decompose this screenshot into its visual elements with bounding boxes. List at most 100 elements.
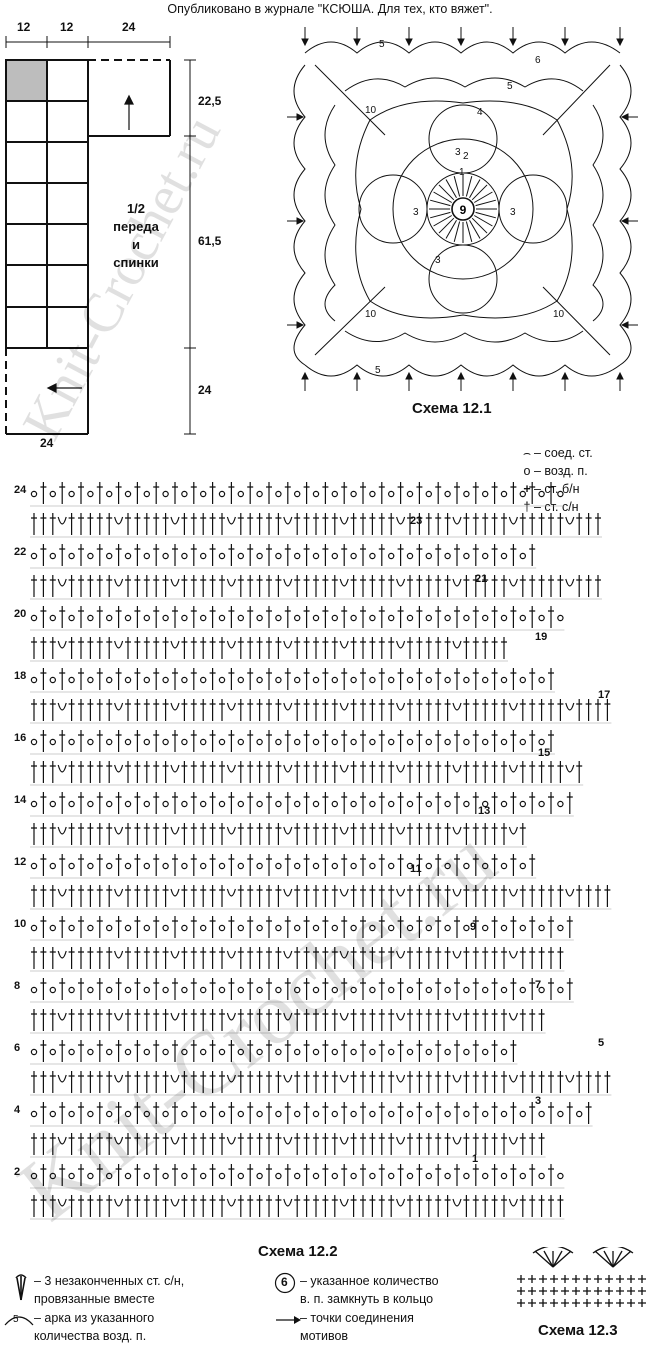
double-crochet-stitch: [181, 885, 188, 907]
single-crochet-stitch: [627, 1299, 635, 1307]
chain-stitch: [87, 614, 94, 622]
double-crochet-stitch: [134, 823, 141, 845]
double-crochet-stitch: [266, 854, 272, 876]
double-crochet-stitch: [284, 792, 291, 814]
chain-stitch: [482, 614, 489, 622]
page-header: Опубликовано в журнале "КСЮША. Для тех, …: [167, 2, 493, 16]
chain-stitch: [369, 986, 376, 994]
double-crochet-stitch: [407, 761, 413, 783]
double-crochet-stitch: [247, 575, 254, 597]
double-crochet-stitch: [557, 699, 564, 721]
scheme-12-1-caption: Схема 12.1: [412, 400, 492, 417]
row-number: 12: [14, 856, 27, 868]
motif-num: 5: [375, 365, 381, 376]
double-crochet-stitch: [153, 978, 160, 1000]
double-crochet-stitch: [378, 823, 385, 845]
double-crochet-stitch: [454, 1102, 460, 1124]
double-crochet-stitch: [96, 854, 103, 876]
chain-stitch: [369, 1048, 376, 1056]
double-crochet-stitch: [519, 947, 526, 969]
chain-stitch: [350, 614, 357, 622]
row-number: 16: [14, 732, 27, 744]
chain-stitch: [87, 490, 94, 498]
arch-stitch: [452, 516, 462, 525]
chain-stitch: [294, 862, 301, 870]
double-crochet-stitch: [501, 761, 507, 783]
chain-stitch: [30, 614, 38, 622]
double-crochet-stitch: [378, 606, 385, 628]
chart-row: [30, 575, 602, 600]
double-crochet-stitch: [322, 978, 329, 1000]
double-crochet-stitch: [209, 1040, 216, 1062]
double-crochet-stitch: [360, 575, 366, 597]
chart-row: [30, 1071, 612, 1096]
double-crochet-stitch: [444, 1071, 451, 1093]
double-crochet-stitch: [59, 730, 66, 752]
double-crochet-stitch: [350, 823, 357, 845]
double-crochet-stitch: [266, 606, 272, 628]
double-crochet-stitch: [256, 513, 263, 535]
ring-number: 6: [281, 1275, 288, 1289]
chain-stitch: [87, 1048, 94, 1056]
single-crochet-stitch: [594, 1299, 602, 1307]
chain-stitch: [143, 800, 150, 808]
double-crochet-stitch: [134, 854, 141, 876]
chain-stitch: [350, 1110, 357, 1118]
double-crochet-stitch: [472, 761, 479, 783]
double-crochet-stitch: [228, 978, 235, 1000]
double-crochet-stitch: [40, 1133, 47, 1155]
chain-stitch: [30, 552, 38, 560]
double-crochet-stitch: [96, 792, 103, 814]
double-crochet-stitch: [219, 1071, 225, 1093]
double-crochet-stitch: [378, 1071, 385, 1093]
join-arrow-head: [301, 38, 309, 47]
double-crochet-stitch: [237, 1009, 244, 1031]
arch-stitch: [508, 516, 518, 525]
arch-stitch: [508, 578, 518, 587]
double-crochet-stitch: [115, 544, 122, 566]
double-crochet-stitch: [519, 513, 526, 535]
double-crochet-stitch: [40, 854, 47, 876]
chart-row: [30, 730, 555, 755]
double-crochet-stitch: [200, 1133, 207, 1155]
chain-stitch: [275, 862, 282, 870]
motif-stitch: [445, 179, 457, 198]
double-crochet-stitch: [331, 1133, 338, 1155]
double-crochet-stitch: [369, 1195, 376, 1217]
double-crochet-stitch: [313, 761, 319, 783]
double-crochet-stitch: [172, 916, 178, 938]
double-crochet-stitch: [322, 854, 329, 876]
double-crochet-stitch: [68, 1071, 75, 1093]
chart-row: [30, 668, 555, 693]
double-crochet-stitch: [40, 916, 47, 938]
chain-stitch: [406, 986, 414, 994]
double-crochet-stitch: [49, 1195, 56, 1217]
legend-item: †– ст. с/н: [520, 498, 593, 516]
double-crochet-stitch: [190, 1071, 197, 1093]
double-crochet-stitch: [416, 575, 423, 597]
fan-stitch: [612, 1250, 632, 1268]
chain-stitch: [143, 738, 150, 746]
chain-stitch: [87, 1172, 94, 1180]
double-crochet-stitch: [388, 761, 395, 783]
chain-stitch: [68, 490, 75, 498]
chart-row: [30, 978, 574, 1003]
double-crochet-stitch: [322, 513, 329, 535]
double-crochet-stitch: [407, 947, 413, 969]
double-crochet-stitch: [604, 885, 611, 907]
chart-row: [30, 947, 565, 972]
double-crochet-stitch: [125, 1071, 131, 1093]
double-crochet-stitch: [190, 1102, 197, 1124]
chain-stitch: [68, 1048, 75, 1056]
double-crochet-stitch: [256, 1009, 263, 1031]
double-crochet-stitch: [360, 823, 366, 845]
dim-side-2: 61,5: [198, 234, 222, 248]
arch-stitch: [57, 826, 67, 835]
double-crochet-stitch: [68, 947, 75, 969]
arch-stitch: [565, 702, 575, 711]
double-crochet-stitch: [181, 823, 188, 845]
double-crochet-stitch: [68, 1009, 75, 1031]
double-crochet-stitch: [87, 885, 94, 907]
double-crochet-stitch: [360, 916, 366, 938]
chart-row: [30, 699, 612, 724]
